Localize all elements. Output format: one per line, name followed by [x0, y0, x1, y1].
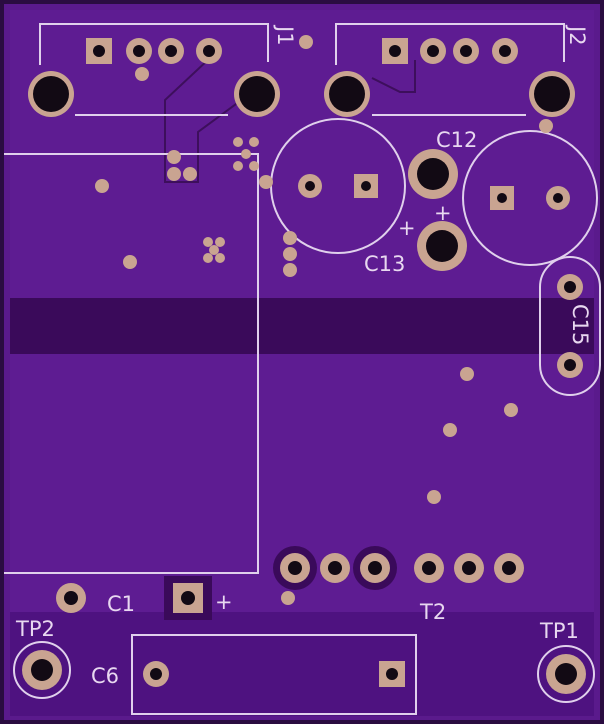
via [233, 137, 243, 147]
j2-mount-right-drill [534, 76, 570, 112]
j1-mount-left-drill [33, 76, 69, 112]
tp2-label: TP2 [15, 617, 55, 641]
j2-drill-3 [460, 45, 472, 57]
via [427, 490, 441, 504]
j2-drill-1 [389, 45, 401, 57]
via [215, 253, 225, 263]
via [167, 167, 181, 181]
via [504, 403, 518, 417]
c6-drill-1 [386, 668, 398, 680]
c6-label: C6 [91, 664, 119, 688]
via [167, 150, 181, 164]
t2-drill-5 [462, 561, 476, 575]
testpoint-tp2: TP2 [13, 617, 71, 699]
via [539, 119, 553, 133]
t2-drill-2 [328, 561, 342, 575]
c12-outline [462, 130, 598, 266]
capacitor-c1: C1 + [56, 576, 233, 620]
via [203, 253, 213, 263]
capacitor-c6: C6 [91, 634, 417, 715]
via [123, 255, 137, 269]
via [283, 231, 297, 245]
component-t2: T2 [273, 546, 524, 624]
capacitor-c12: C12 + [434, 128, 598, 266]
c15-drill-2 [564, 359, 576, 371]
c13-plus: + [398, 216, 416, 240]
via [460, 367, 474, 381]
j2-drill-2 [427, 45, 439, 57]
c12-plus: + [434, 201, 452, 225]
connector-j1: J1 [28, 23, 297, 117]
c15-outline [539, 256, 601, 396]
capacitor-c15: C15 [539, 256, 601, 396]
t2-drill-1 [288, 561, 302, 575]
via [283, 263, 297, 277]
via [283, 247, 297, 261]
t2-drill-4 [422, 561, 436, 575]
tp1-drill [555, 663, 577, 685]
via [233, 161, 243, 171]
connector-j2: J2 [324, 23, 589, 117]
j1-drill-3 [165, 45, 177, 57]
t2-drill-3 [368, 561, 382, 575]
j1-drill-1 [93, 45, 105, 57]
c15-label: C15 [568, 304, 592, 345]
c13-label: C13 [364, 252, 405, 276]
j1-drill-2 [133, 45, 145, 57]
j1-drill-4 [203, 45, 215, 57]
testpoint-tp1: TP1 [537, 619, 595, 703]
c1-label: C1 [107, 592, 135, 616]
pad-large-lower-drill [426, 230, 458, 262]
j1-mount-right-drill [239, 76, 275, 112]
c13-drill-2 [305, 181, 315, 191]
trace-3 [371, 60, 416, 93]
via [203, 237, 213, 247]
via [249, 137, 259, 147]
tp2-outline [13, 641, 71, 699]
c6-drill-2 [150, 668, 162, 680]
c12-drill-1 [497, 193, 507, 203]
c13-drill-1 [361, 181, 371, 191]
via [95, 179, 109, 193]
c1-drill-1 [181, 591, 195, 605]
tp2-drill [31, 659, 53, 681]
c15-drill-1 [564, 281, 576, 293]
c1-drill-2 [64, 591, 78, 605]
via [259, 175, 273, 189]
c1-plus: + [215, 590, 233, 614]
tp1-label: TP1 [539, 619, 579, 643]
pad-large-upper-drill [417, 158, 449, 190]
j2-label: J2 [565, 24, 589, 46]
j1-label: J1 [273, 24, 297, 46]
j2-mount-left-drill [329, 76, 365, 112]
trace-2 [164, 57, 211, 118]
tp1-outline [537, 645, 595, 703]
via [299, 35, 313, 49]
via [209, 245, 219, 255]
via [281, 591, 295, 605]
copper-pour-bottom [10, 612, 594, 716]
via [135, 67, 149, 81]
c12-label: C12 [436, 128, 477, 152]
t2-label: T2 [419, 600, 446, 624]
module-outline [4, 153, 259, 574]
mask-band [10, 298, 594, 354]
c6-outline [131, 634, 417, 715]
trace-1 [164, 89, 256, 183]
t2-drill-6 [502, 561, 516, 575]
via [443, 423, 457, 437]
j1-outline-top [39, 23, 269, 65]
j2-outline-top [335, 23, 565, 65]
via [183, 167, 197, 181]
via [215, 237, 225, 247]
via-group [95, 35, 553, 605]
via [241, 149, 251, 159]
capacitor-c13: C13 + [270, 118, 416, 276]
c12-drill-2 [553, 193, 563, 203]
via [249, 161, 259, 171]
j2-drill-4 [499, 45, 511, 57]
